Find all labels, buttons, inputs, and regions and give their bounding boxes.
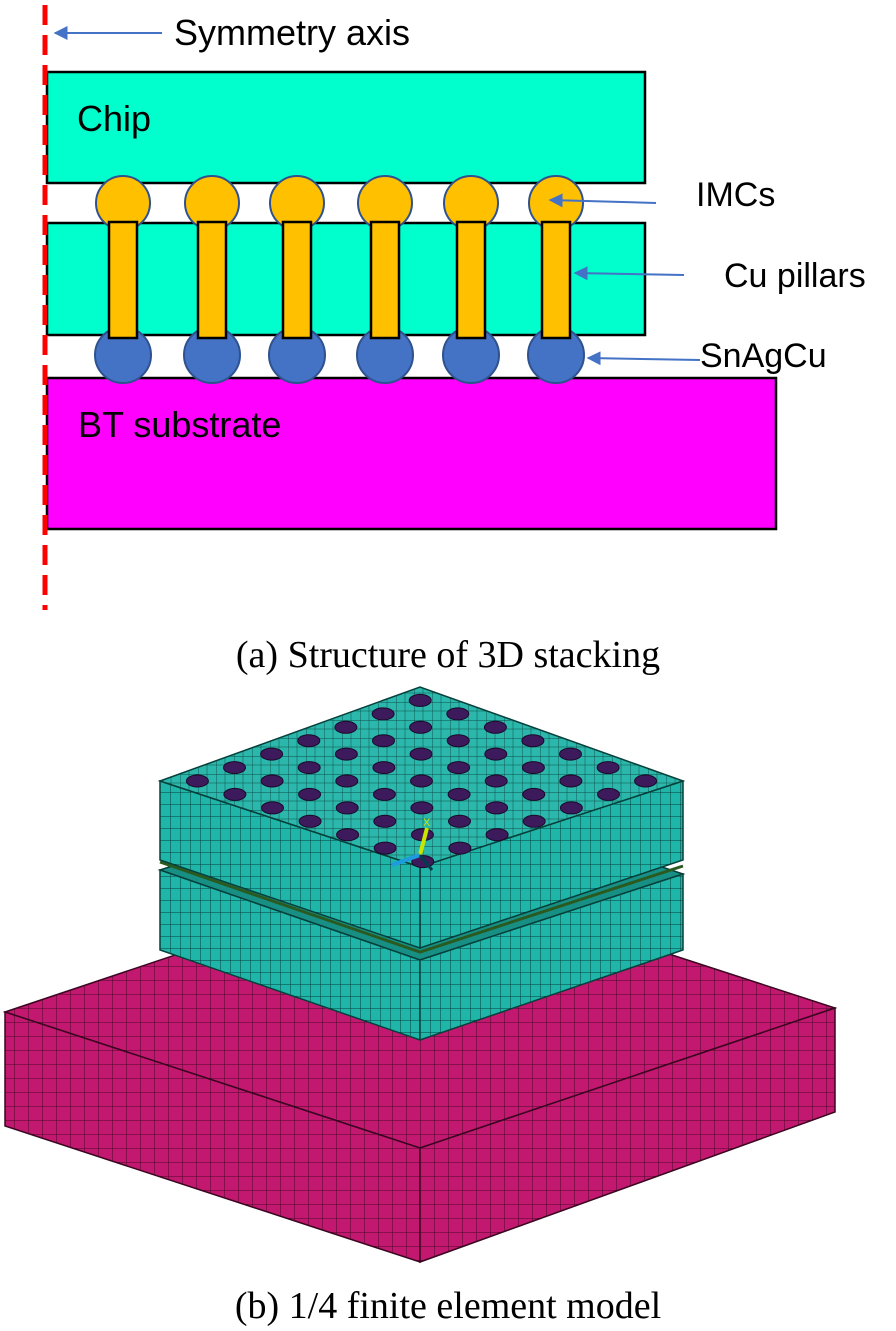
pad-array [185,693,658,869]
pad-dot [522,787,546,801]
pad-dot [223,787,247,801]
cu-pillar-4 [369,220,401,340]
snagcu-arrow [586,351,701,366]
pad-dot [373,814,397,828]
pad-dot [371,707,395,721]
pad-dot [409,720,433,734]
pad-dot [261,801,284,815]
pad-dot [335,774,359,788]
substrate-right-face [419,1006,836,1264]
substrate-block [45,376,778,531]
panel-b-fe-model: X (b) 1/4 finite element model [2,686,838,1327]
pad-dot [634,774,658,788]
pad-dot [372,761,396,775]
cu-pillars-arrow [573,266,685,281]
pad-dot [448,814,471,828]
coordinate-triad-icon: X [391,817,434,871]
triad-x-label: X [423,817,431,829]
snagcu-label: SnAgCu [700,337,827,375]
imcs-arrow [548,193,657,208]
pad-dot [597,787,620,801]
pad-dot [335,801,359,815]
pad-dot [410,774,433,788]
imcs-label: IMCs [696,176,775,214]
pad-dot [297,761,321,775]
pad-dot [223,761,246,775]
pad-dot [485,801,509,815]
pad-dot [521,761,545,775]
bump-array [94,175,585,384]
pad-dot [408,693,432,707]
panel-a-structure: Symmetry axis Chip IMCs Cu pillars SnAgC… [42,5,866,676]
pad-dot [298,787,322,801]
caption-a: (a) Structure of 3D stacking [236,634,660,676]
pad-dot [596,761,620,775]
cu-pillar-5 [455,220,487,340]
pad-dot [260,774,284,788]
pad-dot [372,734,395,748]
cu-pillar-1 [107,220,139,340]
pad-dot [484,774,508,788]
pad-dot [521,734,545,748]
pad-dot [484,747,508,761]
pad-dot [447,787,471,801]
bt-substrate-label: BT substrate [78,404,281,445]
pad-dot [559,801,583,815]
layer-gap [159,860,684,954]
pad-dot [559,747,582,761]
cu-pillar-6 [540,220,572,340]
pad-dot [185,774,209,788]
pad-dot [446,734,470,748]
cu-pillars-label: Cu pillars [724,257,866,295]
caption-b: (b) 1/4 finite element model [235,1285,661,1327]
pad-dot [372,787,396,801]
pad-dot [409,747,433,761]
pad-dot [336,828,360,842]
pad-dot [446,707,470,721]
pad-dot [334,747,358,761]
pad-dot [373,841,397,855]
pad-dot [559,774,583,788]
pad-dot [298,814,322,828]
pad-dot [334,720,358,734]
cu-pillar-2 [196,220,228,340]
lower-layer-right-face [419,872,684,1042]
chip-block [45,70,647,185]
pad-dot [297,734,321,748]
pad-dot [410,801,434,815]
cu-pillar-3 [281,220,313,340]
pad-dot [483,720,507,734]
pad-dot [260,747,284,761]
pad-dot [485,828,509,842]
chip-label: Chip [77,98,151,139]
pad-dot [522,814,546,828]
symmetry-axis-label: Symmetry axis [174,12,410,53]
pad-dot [447,761,471,775]
pad-dot [448,841,472,855]
